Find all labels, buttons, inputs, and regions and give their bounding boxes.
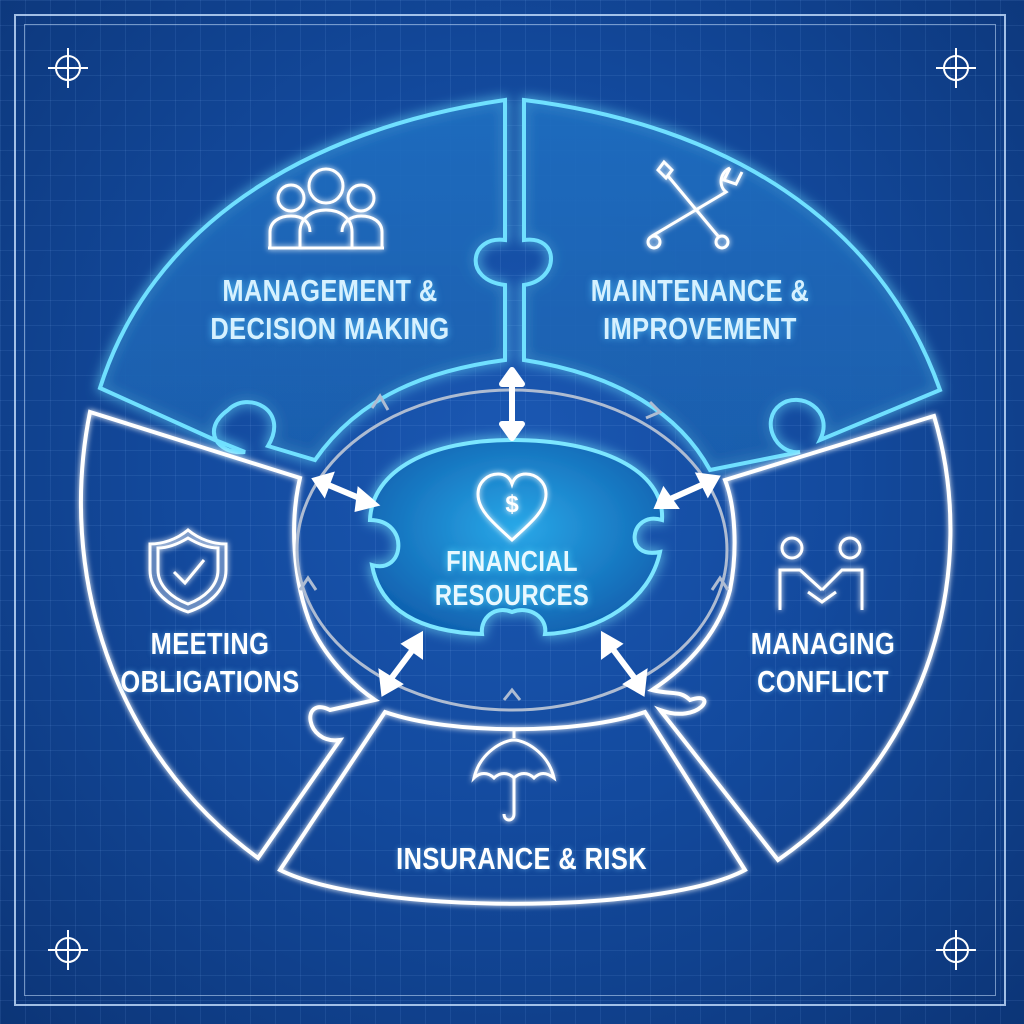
outer-frame (14, 14, 1006, 1006)
maintenance-line1: MAINTENANCE & (590, 273, 810, 308)
double-arrow-icon (311, 471, 381, 512)
double-arrow-icon (499, 367, 525, 441)
crosshair-icon (48, 48, 88, 88)
umbrella-icon (471, 730, 557, 822)
obligations-line2: OBLIGATIONS (120, 664, 300, 699)
inner-frame (24, 24, 996, 996)
segment-management (97, 97, 507, 463)
maintenance-line2: IMPROVEMENT (603, 311, 797, 346)
management-label: MANAGEMENT & DECISION MAKING (199, 272, 461, 348)
segment-obligations (79, 409, 381, 861)
segment-conflict (647, 413, 953, 863)
management-line1: MANAGEMENT & (222, 273, 438, 308)
center-line2: RESOURCES (434, 580, 590, 612)
crosshair-icon (936, 48, 976, 88)
conflict-label: MANAGING CONFLICT (737, 625, 909, 701)
tools-wrench-screwdriver-icon (646, 159, 744, 250)
conflict-line1: MANAGING (750, 626, 896, 661)
crosshair-icon (936, 930, 976, 970)
segment-maintenance (522, 97, 943, 473)
maintenance-label: MAINTENANCE & IMPROVEMENT (569, 272, 831, 348)
people-group-icon (268, 167, 384, 250)
heart-dollar-icon: $ (476, 472, 548, 543)
obligations-line1: MEETING (150, 626, 270, 661)
obligations-label: MEETING OBLIGATIONS (120, 625, 300, 701)
double-arrow-icon (378, 630, 423, 697)
center-line1: FINANCIAL (446, 546, 578, 578)
double-arrow-icon (601, 630, 648, 697)
shield-check-icon (148, 528, 228, 614)
insurance-line1: INSURANCE & RISK (396, 841, 647, 876)
svg-text:$: $ (505, 491, 519, 518)
handshake-icon (778, 536, 864, 610)
management-line2: DECISION MAKING (210, 311, 450, 346)
center-label: FINANCIAL RESOURCES (430, 545, 594, 613)
insurance-label: INSURANCE & RISK (396, 840, 647, 878)
conflict-line2: CONFLICT (757, 664, 889, 699)
crosshair-icon (48, 930, 88, 970)
segment-insurance (277, 709, 748, 906)
double-arrow-icon (653, 472, 721, 509)
